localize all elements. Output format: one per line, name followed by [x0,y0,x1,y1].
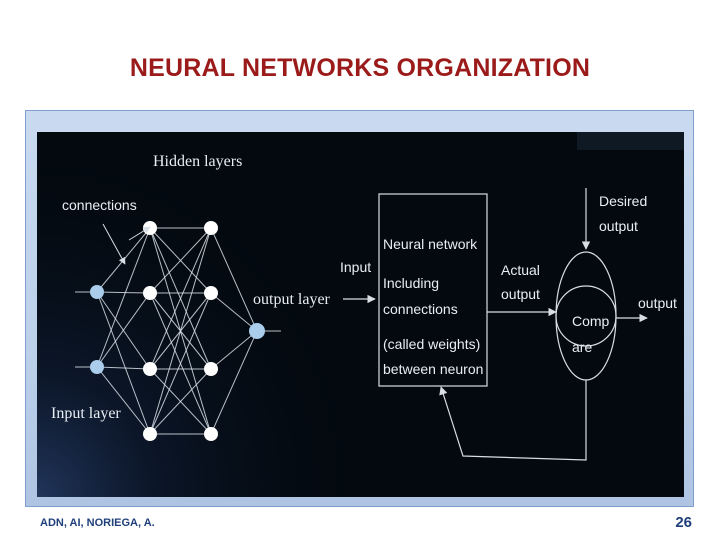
connections-label: connections [62,197,137,213]
hidden-2-node [204,221,218,235]
neural-network-box [378,193,488,387]
connection-line [210,330,258,435]
connection-line [210,330,258,370]
desired-output-line-2: output [599,218,638,234]
connection-line [96,291,151,435]
connection-line [210,292,258,332]
connection-line [96,366,151,370]
connection-line [149,227,212,370]
input-layer-label: Input layer [51,405,121,422]
top-right-strip [577,132,684,150]
background-glow [37,132,377,497]
page-number: 26 [675,514,692,531]
hidden-1-node [143,286,157,300]
connection-line [149,227,212,294]
output-node [249,323,265,339]
slide-title: NEURAL NETWORKS ORGANIZATION [129,54,591,82]
compare-line-1: Comp [572,313,610,329]
connection-line [96,227,151,368]
connection-line [96,292,151,368]
input-node [90,360,104,374]
output-layer-label: output layer [253,291,331,308]
input-node [90,285,104,299]
hidden-1-node [143,362,157,376]
connections-pointer-arrow [128,226,151,241]
input-label: Input [340,259,371,275]
hidden-2-node [204,427,218,441]
connection-line [149,368,212,435]
actual-output-line-1: Actual [501,262,540,278]
box-line-3: connections [383,301,458,317]
connection-line [149,227,212,435]
desired-output-line-1: Desired [599,193,647,209]
final-output-label: output [638,295,677,311]
hidden-2-node [204,286,218,300]
hidden-1-node [143,221,157,235]
footer-author: ADN, AI, NORIEGA, A. [40,517,155,529]
connection-line [149,292,212,435]
hidden-1-node [143,427,157,441]
connection-line [96,366,151,435]
network-nodes [90,221,265,441]
feedback-arrow [439,380,587,461]
diagram-figure: Hidden layers connections Input layer ou… [37,132,684,497]
diagram-svg: Hidden layers connections Input layer ou… [37,132,684,497]
compare-line-2: are [572,339,592,355]
connections-pointer-arrow [102,223,126,265]
hidden-layers-label: Hidden layers [153,153,242,170]
connection-line [96,291,151,294]
network-connections [96,227,258,435]
box-line-4: (called weights) [383,336,480,352]
box-line-2: Including [383,275,439,291]
actual-output-line-2: output [501,286,540,302]
box-line-1: Neural network [383,236,478,252]
hidden-2-node [204,362,218,376]
connection-line [210,227,258,332]
box-line-5: between neuron [383,361,483,377]
